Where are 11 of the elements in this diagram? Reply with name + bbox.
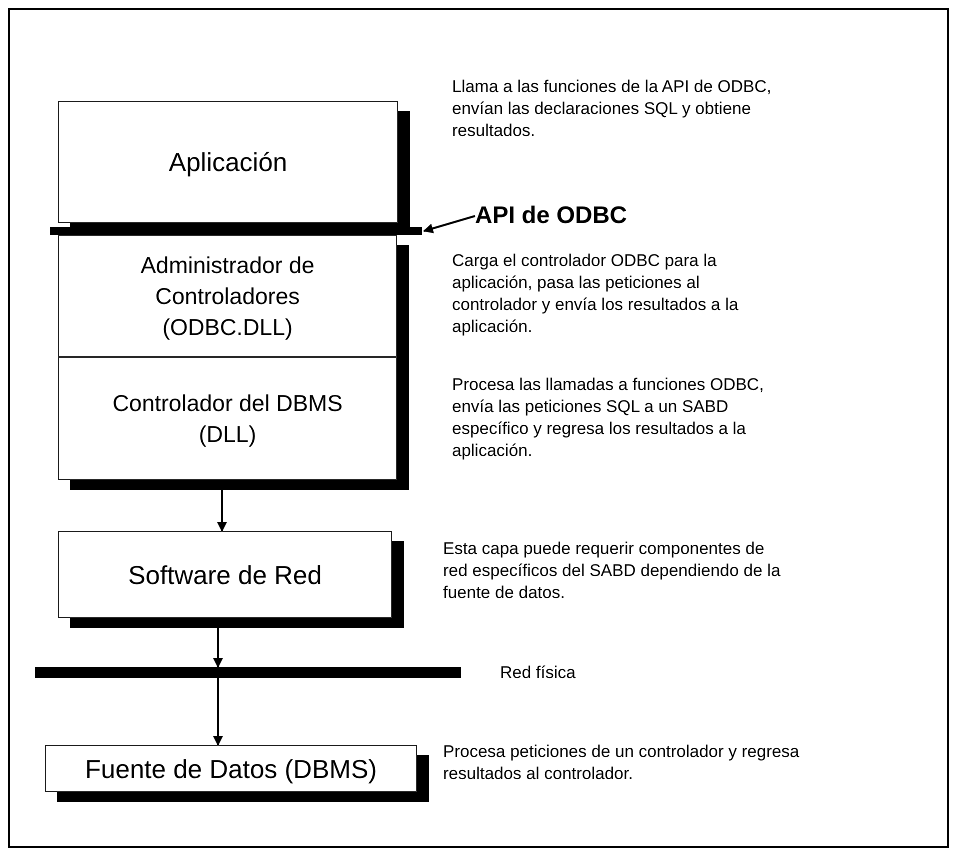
bus-bar [50,227,422,235]
leader-arrow [423,215,476,234]
description-text: Procesa las llamadas a funciones ODBC, envía las peticiones SQL a un SABD específico y regresa los resultados a la aplicación. [452,374,765,462]
description-text: Procesa peticiones de un controlador y regresa resultados al controlador. [443,741,800,785]
callout-text: API de ODBC [475,200,665,232]
description-text: Red física [500,662,577,684]
bus-bar [35,667,461,678]
arrow [213,678,223,746]
description-text: Llama a las funciones de la API de ODBC, envían las declaraciones SQL y obtiene resultados. [452,76,772,142]
description-text: Esta capa puede requerir componentes de red específicos del SABD dependiendo de la fuente de datos. [443,538,782,604]
description-text: Carga el controlador ODBC para la aplicación, pasa las peticiones al controlador y envía los resultados a la aplicación. [452,250,740,338]
